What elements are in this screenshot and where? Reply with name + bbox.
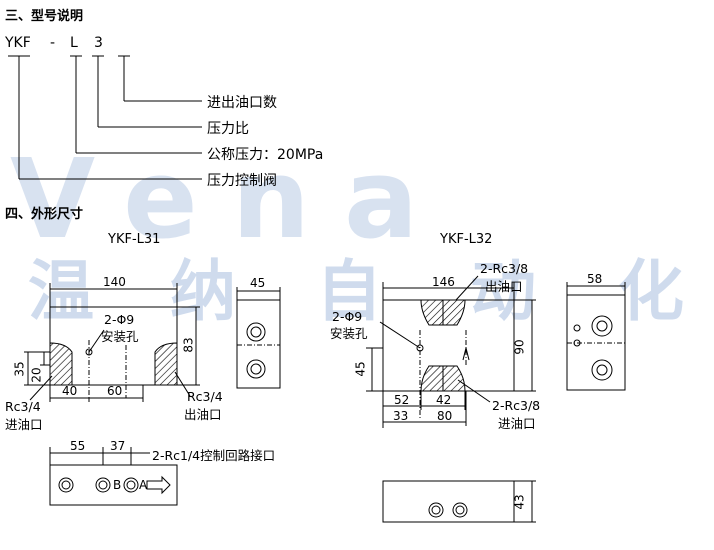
dim-83: 83 bbox=[181, 337, 196, 353]
watermark-latin: Vena bbox=[10, 135, 453, 263]
dim-37: 37 bbox=[110, 439, 126, 453]
model-code-dash: - bbox=[50, 35, 56, 51]
right-model-title: YKF-L32 bbox=[440, 232, 493, 247]
note-outlet-right: 出油口 bbox=[485, 279, 523, 294]
dim-35: 35 bbox=[12, 361, 27, 377]
legend-nominal-pressure: 公称压力：20MPa bbox=[207, 147, 324, 163]
dim-140: 140 bbox=[103, 275, 126, 289]
note-inlet-right: 进油口 bbox=[498, 416, 536, 431]
dim-146: 146 bbox=[432, 275, 455, 289]
left-model-title: YKF-L31 bbox=[108, 232, 161, 247]
legend-valve-type: 压力控制阀 bbox=[207, 173, 277, 189]
note-outlet-left: 出油口 bbox=[184, 407, 222, 422]
model-code-l: L bbox=[70, 35, 78, 51]
dim-58: 58 bbox=[587, 272, 603, 286]
dim-40: 40 bbox=[62, 384, 78, 398]
note-rc38-top: 2-Rc3/8 bbox=[480, 261, 529, 276]
watermark-logo: Vena bbox=[10, 135, 452, 263]
note-mount-left: 安装孔 bbox=[101, 329, 139, 344]
model-code-ykf: YKF bbox=[5, 35, 31, 51]
note-control-port: 2-Rc1/4控制回路接口 bbox=[152, 448, 276, 463]
note-holes-right: 2-Φ9 bbox=[332, 309, 363, 324]
port-a-label: A bbox=[139, 478, 148, 492]
note-holes-left: 2-Φ9 bbox=[104, 312, 135, 327]
watermark-cjk-2: 纳 bbox=[170, 253, 236, 330]
dim-42: 42 bbox=[436, 393, 452, 407]
dim-55: 55 bbox=[70, 439, 86, 453]
watermark-cjk-5: 化 bbox=[618, 253, 684, 330]
port-b-label: B bbox=[113, 478, 122, 492]
dim-80: 80 bbox=[437, 409, 453, 423]
section3-heading: 三、型号说明 bbox=[5, 9, 84, 24]
dim-20: 20 bbox=[29, 367, 44, 383]
note-inlet-left: 进油口 bbox=[5, 417, 43, 432]
note-rc34-outlet: Rc3/4 bbox=[187, 389, 223, 404]
watermark-cjk-1: 温 bbox=[28, 253, 94, 330]
dim-90: 90 bbox=[512, 339, 527, 355]
note-mount-right: 安装孔 bbox=[330, 326, 368, 341]
legend-port-count: 进出油口数 bbox=[207, 95, 277, 111]
legend-pressure-ratio: 压力比 bbox=[207, 121, 249, 137]
section4-heading: 四、外形尺寸 bbox=[5, 207, 84, 222]
note-rc38-bottom: 2-Rc3/8 bbox=[492, 398, 541, 413]
dim-52: 52 bbox=[394, 393, 410, 407]
model-code-3: 3 bbox=[94, 35, 103, 51]
dim-43: 43 bbox=[512, 494, 527, 510]
dim-60: 60 bbox=[107, 384, 123, 398]
watermark-cjk-3: 自 bbox=[316, 253, 382, 330]
dim-45-left: 45 bbox=[250, 276, 266, 290]
note-rc34-inlet: Rc3/4 bbox=[5, 399, 41, 414]
dim-33: 33 bbox=[393, 409, 409, 423]
dim-45-right: 45 bbox=[353, 361, 368, 377]
watermark-cjk-4: 动 bbox=[470, 253, 536, 330]
